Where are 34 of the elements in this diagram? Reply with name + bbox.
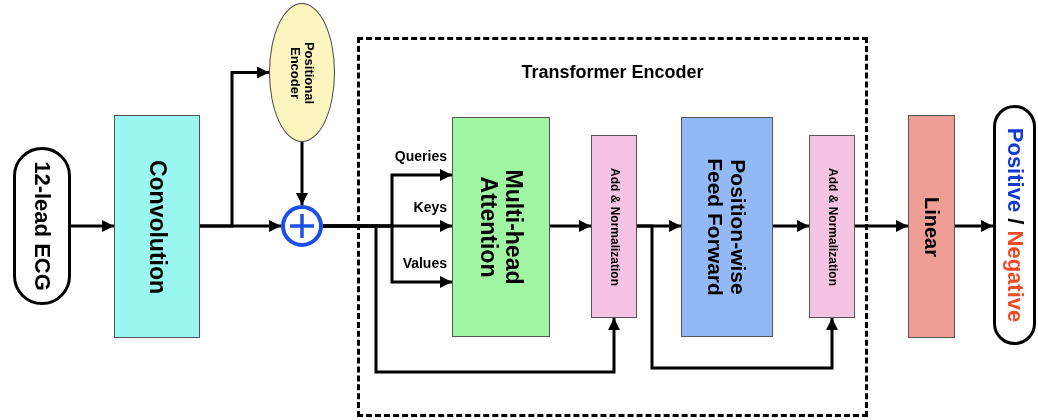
dashed-group-frame [357, 37, 868, 417]
edge-label: Values [401, 255, 447, 271]
add-operator-circle [281, 205, 323, 247]
convolution-box [114, 115, 200, 338]
arrow [71, 220, 114, 232]
normalization-box [591, 135, 637, 318]
block-label: Multi-head Attention [476, 169, 528, 285]
block-label: 12-lead ECG [30, 161, 56, 291]
block-label: Add & Normalization [607, 167, 622, 286]
block-label: Convolution [144, 159, 171, 294]
edge-label: Queries [393, 148, 447, 164]
result-label: / [1002, 218, 1028, 225]
edge-label: Keys [412, 199, 447, 215]
result-label: Positive [1002, 127, 1028, 213]
block-label: Add & Normalization [825, 167, 840, 286]
arrow [773, 220, 809, 232]
arrow [550, 220, 591, 232]
group-title: Transformer Encoder [521, 62, 704, 82]
block-label: Positional Encoder [288, 41, 318, 104]
input-pill [13, 147, 71, 305]
result-label: Negative [1002, 230, 1028, 323]
block-label: Linear [920, 196, 943, 257]
arrow [637, 224, 838, 370]
feed-forward-box [681, 117, 773, 337]
arrow [296, 142, 308, 205]
output-pill [993, 105, 1036, 345]
arrow [323, 224, 620, 374]
attention-box [452, 117, 550, 337]
normalization-box [809, 135, 855, 318]
arrow [200, 220, 281, 232]
linear-box [908, 115, 955, 338]
block-label: Position-wise Feed Forward [704, 158, 751, 296]
arrow [855, 220, 908, 232]
arrow [955, 220, 993, 232]
